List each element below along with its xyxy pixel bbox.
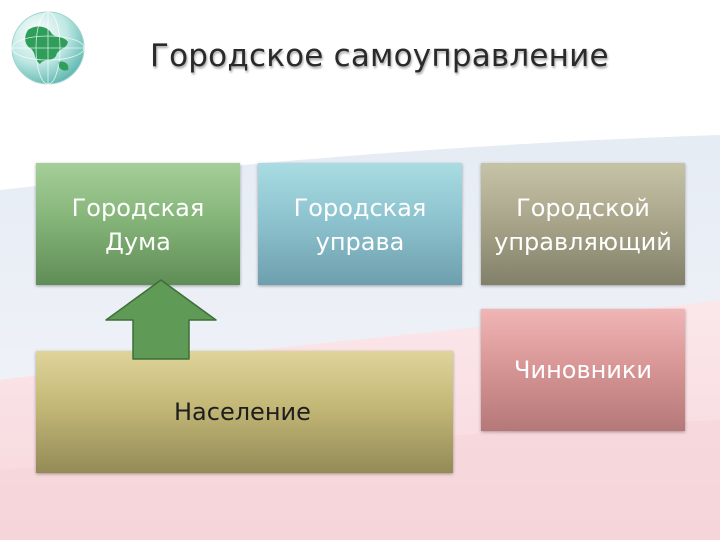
globe-icon (11, 11, 85, 85)
up-arrow-icon (105, 279, 217, 360)
page-title: Городское самоуправление (150, 38, 609, 74)
city-uprava-box: Городская управа (258, 163, 462, 285)
city-manager-line1: Городской (516, 194, 650, 222)
city-duma-box: Городская Дума (36, 163, 240, 285)
city-uprava-line2: управа (315, 228, 405, 256)
population-label: Население (174, 398, 311, 426)
city-duma-line2: Дума (105, 228, 171, 256)
city-duma-line1: Городская (71, 194, 205, 222)
officials-label: Чиновники (514, 356, 652, 384)
population-box: Население (36, 351, 453, 473)
officials-box: Чиновники (481, 309, 685, 431)
city-uprava-line1: Городская (293, 194, 427, 222)
city-manager-box: Городской управляющий (481, 163, 685, 285)
city-manager-line2: управляющий (494, 228, 672, 256)
